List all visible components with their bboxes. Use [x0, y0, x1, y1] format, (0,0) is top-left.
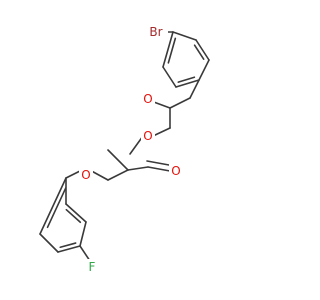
bond-line — [195, 39, 210, 61]
bond-line — [169, 97, 191, 109]
bond-line — [127, 166, 149, 171]
bond-lines — [39, 31, 210, 265]
bond-line — [175, 79, 200, 88]
ketone-oxygen-label: O — [143, 92, 152, 106]
bond-line — [147, 166, 171, 172]
bond-line — [129, 135, 144, 155]
bond-line — [107, 169, 129, 181]
bromine-atom: Br — [144, 24, 168, 40]
bond-line — [172, 31, 197, 41]
bond-line — [152, 127, 171, 137]
aromatic-double-bond-line — [65, 208, 82, 224]
bond-line — [107, 149, 129, 171]
bond-line — [146, 160, 170, 166]
aromatic-double-bond-line — [59, 242, 77, 249]
ketone-oxygen-atom: O — [141, 91, 155, 107]
ester-oxygen-atom: O — [141, 128, 155, 144]
ester-carbonyl-oxygen-atom: O — [169, 163, 183, 179]
fluorine-label: F — [89, 260, 96, 274]
aromatic-double-bond-line — [177, 76, 196, 83]
ester-oxygen-label: O — [143, 129, 152, 143]
bond-line — [79, 221, 87, 247]
molecule-structure-diagram: Br O O O O F — [39, 24, 210, 275]
bond-line — [162, 66, 177, 88]
bond-line — [189, 79, 200, 99]
aryl-ketone-oxygen-label: O — [81, 168, 90, 182]
aromatic-double-bond-line — [46, 187, 67, 229]
ester-carbonyl-oxygen-label: O — [171, 164, 180, 178]
fluorine-atom: F — [85, 259, 99, 275]
bond-line — [39, 233, 59, 253]
atom-labels: Br O O O O F — [79, 24, 183, 275]
aromatic-double-bond-line — [167, 37, 177, 64]
bond-line — [162, 31, 174, 68]
aryl-ketone-oxygen-atom: O — [79, 167, 93, 183]
aromatic-double-bond-line — [193, 44, 205, 60]
bond-line — [39, 177, 67, 235]
bond-line — [57, 245, 81, 253]
bond-line — [198, 59, 210, 81]
bond-line — [65, 203, 87, 223]
bromine-label: Br — [149, 25, 162, 39]
